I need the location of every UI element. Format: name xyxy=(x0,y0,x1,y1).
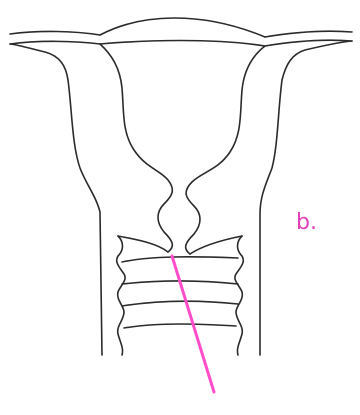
cervix-right-lip xyxy=(190,236,242,254)
panel-label: b. xyxy=(296,210,317,236)
rugae-line-4 xyxy=(124,324,236,328)
fundus-inner-arch xyxy=(100,41,265,47)
rugae-line-3 xyxy=(122,301,238,306)
left-outer-wall xyxy=(10,44,102,355)
fundus-outer-arch xyxy=(100,18,265,37)
right-tube-upper-line xyxy=(265,31,352,37)
left-vaginal-rugae xyxy=(117,236,125,355)
cervix-left-lip xyxy=(118,236,168,252)
rugae-line-1 xyxy=(122,257,238,262)
left-inner-cavity-line xyxy=(100,44,172,252)
right-inner-cavity-line xyxy=(186,46,265,254)
left-tube-upper-line xyxy=(10,31,100,35)
right-outer-wall xyxy=(260,41,352,355)
right-vaginal-rugae xyxy=(235,236,243,355)
left-tube-lower-line xyxy=(10,41,100,44)
